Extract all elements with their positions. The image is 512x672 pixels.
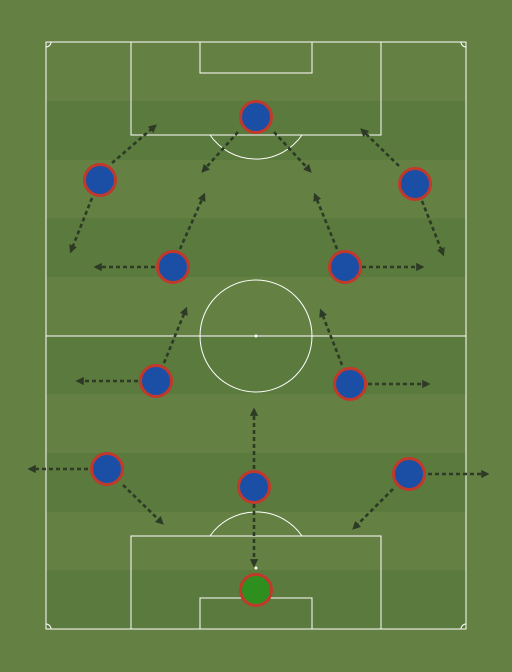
corner-arc xyxy=(460,623,467,630)
player-marker[interactable] xyxy=(333,367,367,401)
bottom-penalty-spot xyxy=(254,566,258,570)
player-marker[interactable] xyxy=(90,452,124,486)
movement-arrows xyxy=(27,124,490,568)
movement-arrow xyxy=(111,124,157,164)
movement-arrow xyxy=(360,128,400,167)
player-marker[interactable] xyxy=(392,457,426,491)
player-marker[interactable] xyxy=(328,250,362,284)
player-marker[interactable] xyxy=(83,163,117,197)
corner-arc xyxy=(45,623,52,630)
movement-arrow xyxy=(69,197,94,254)
player-marker[interactable] xyxy=(239,100,273,134)
player-marker[interactable] xyxy=(237,470,271,504)
movement-arrow xyxy=(319,308,344,366)
bottom-penalty-arc xyxy=(209,511,303,537)
pitch-markings xyxy=(45,41,467,630)
player-marker[interactable] xyxy=(398,167,432,201)
center-circle xyxy=(199,279,313,393)
movement-arrow xyxy=(178,192,206,250)
corner-arc xyxy=(460,41,467,48)
players xyxy=(83,100,432,607)
center-spot xyxy=(254,334,258,338)
movement-arrow xyxy=(352,488,394,530)
player-marker[interactable] xyxy=(139,364,173,398)
movement-arrow xyxy=(420,200,445,257)
corner-arc xyxy=(45,41,52,48)
movement-arrow xyxy=(273,131,312,173)
movement-arrow xyxy=(122,484,164,525)
player-marker[interactable] xyxy=(156,250,190,284)
movement-arrow xyxy=(201,131,239,173)
goalkeeper-marker[interactable] xyxy=(239,573,273,607)
movement-arrow xyxy=(162,306,188,364)
top-penalty-arc xyxy=(209,134,303,160)
top-goal-box xyxy=(199,41,313,74)
movement-arrow xyxy=(313,192,339,250)
